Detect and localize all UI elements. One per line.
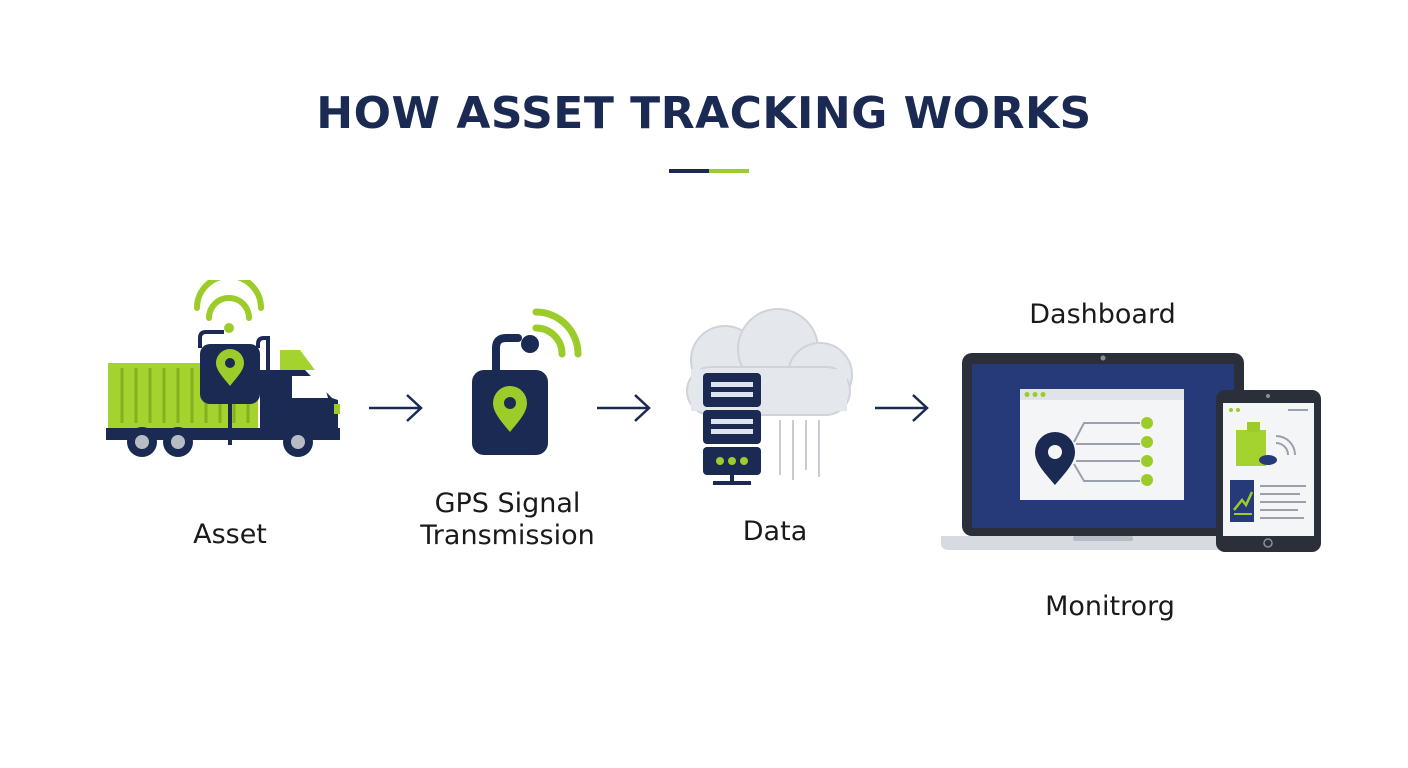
- page-title: HOW ASSET TRACKING WORKS: [316, 88, 1092, 139]
- title-divider-navy: [669, 169, 709, 173]
- step-label-asset: Asset: [193, 519, 267, 550]
- step-label-gps-line1: GPS Signal: [434, 488, 581, 519]
- truck-with-tracker-icon: [106, 280, 340, 457]
- arrow-right-icon: [875, 394, 929, 422]
- step-label-dashboard: Dashboard: [1029, 299, 1176, 330]
- dashboard-devices-icon: [941, 353, 1321, 552]
- step-label-data: Data: [742, 516, 808, 547]
- arrow-right-icon: [597, 394, 651, 422]
- step-label-monitoring: Monitrorg: [1045, 591, 1175, 622]
- step-label-gps-line2: Transmission: [420, 520, 595, 551]
- cloud-server-icon: [686, 308, 853, 485]
- arrow-right-icon: [369, 394, 423, 422]
- title-divider-lime: [709, 169, 749, 173]
- gps-tracker-icon: [472, 308, 582, 455]
- step-label-gps: GPS Signal Transmission: [395, 488, 620, 552]
